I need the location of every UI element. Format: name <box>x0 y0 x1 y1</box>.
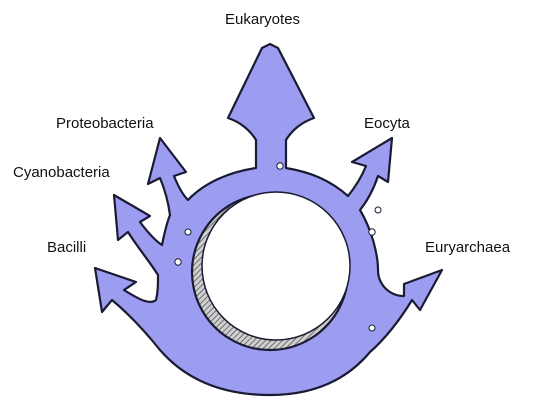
label-bacilli: Bacilli <box>47 240 86 255</box>
ring-dot <box>175 259 181 265</box>
label-cyanobacteria: Cyanobacteria <box>13 165 110 180</box>
ring-dot <box>277 163 283 169</box>
label-proteobacteria: Proteobacteria <box>56 116 154 131</box>
label-eocyta: Eocyta <box>364 116 410 131</box>
label-euryarchaea: Euryarchaea <box>425 240 510 255</box>
ring-dot <box>375 207 381 213</box>
ring-dot <box>369 325 375 331</box>
label-eukaryotes: Eukaryotes <box>225 12 300 27</box>
ring-dot <box>369 229 375 235</box>
inner-ring-hole <box>202 192 350 340</box>
ring-dot <box>185 229 191 235</box>
